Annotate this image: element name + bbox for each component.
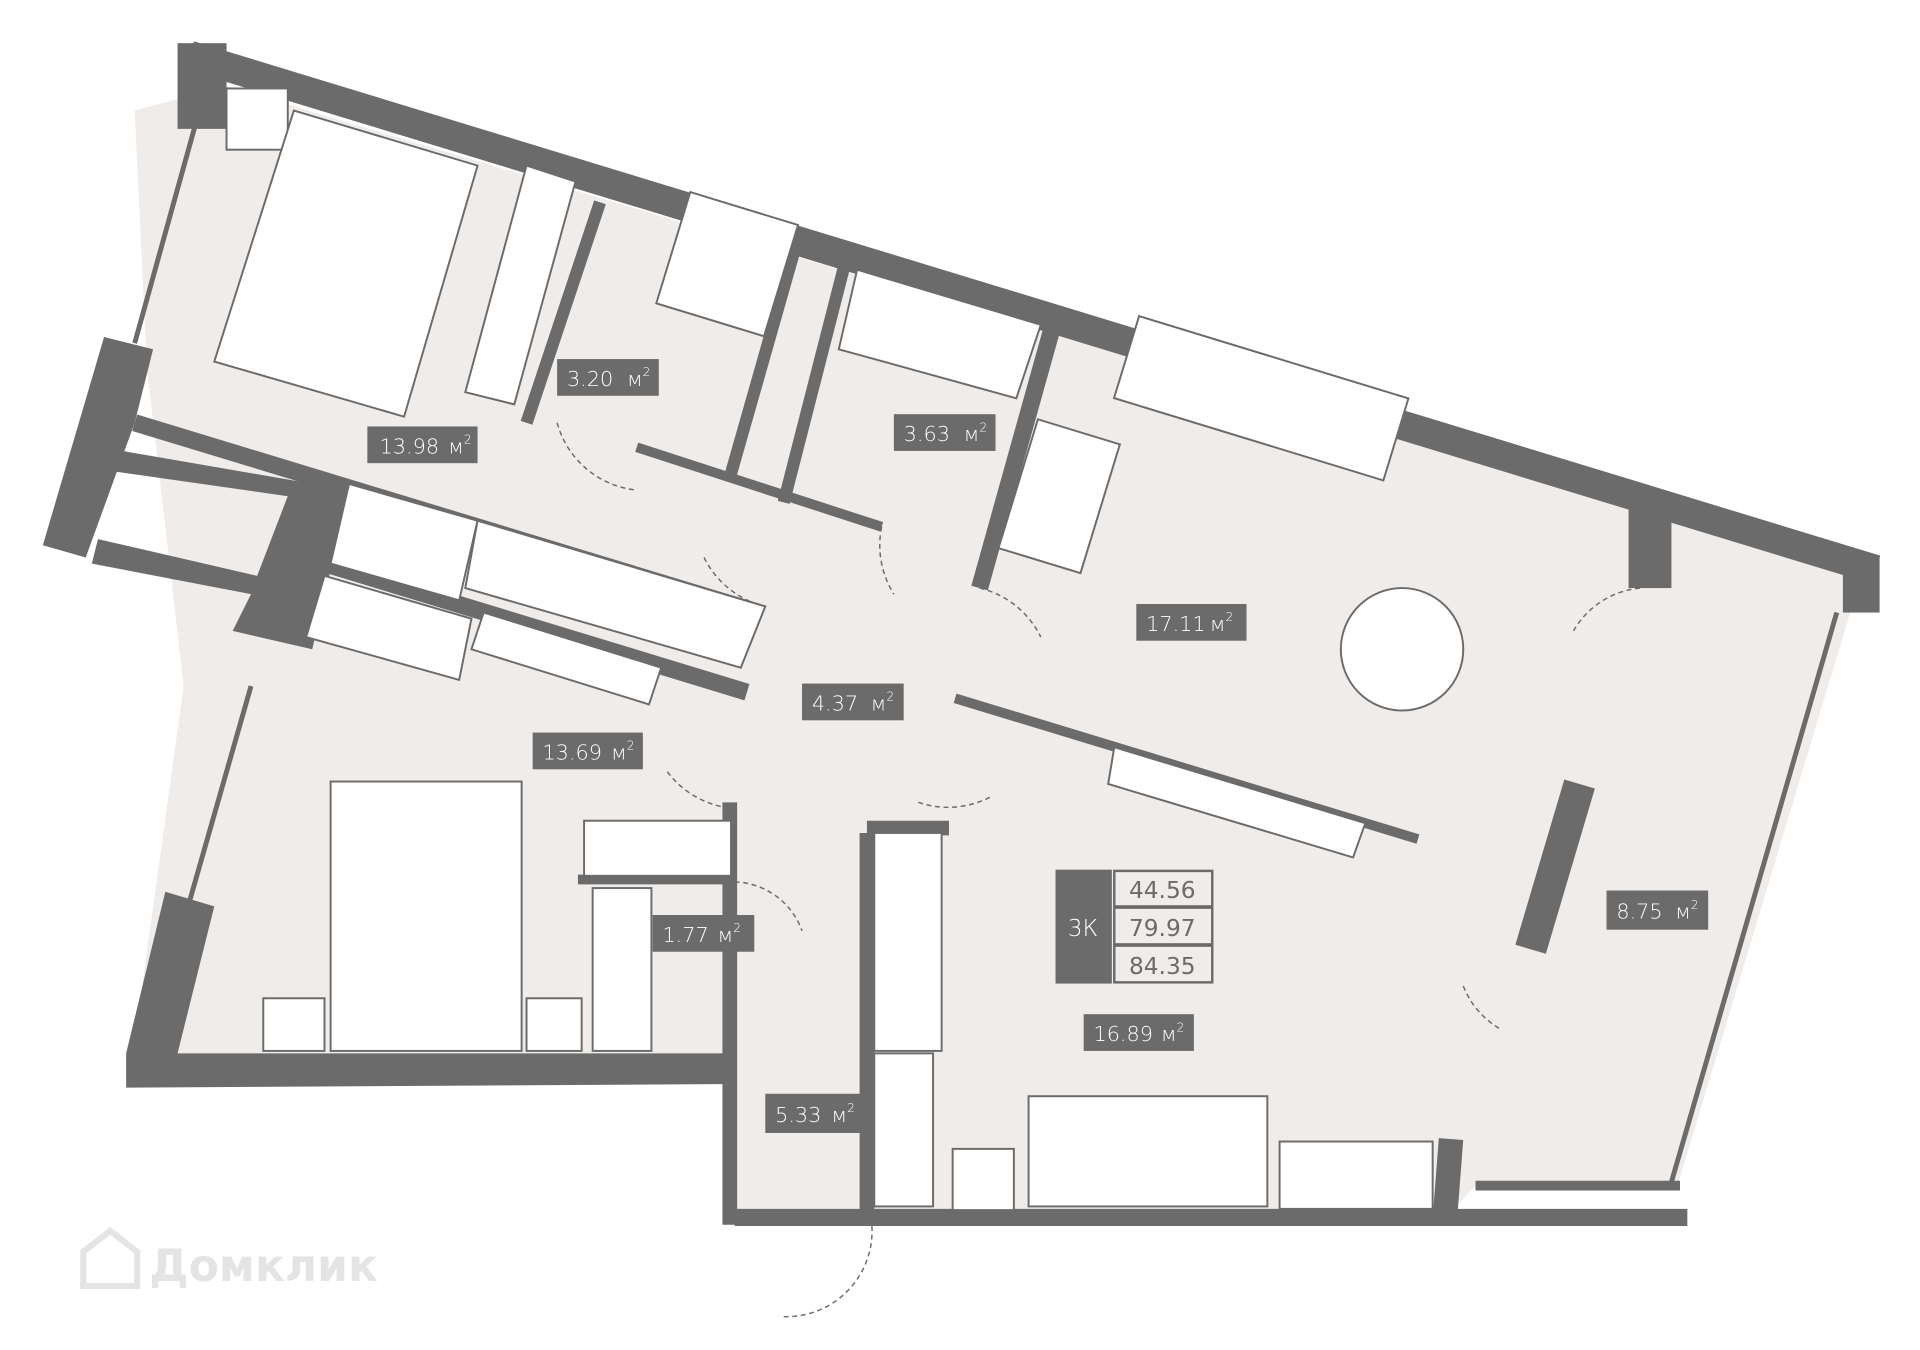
- room-label-bathroom-1: 3.20 м2: [557, 359, 659, 396]
- furniture: [213, 87, 1465, 1212]
- room-label-bathroom-2: 3.63 м2: [893, 414, 996, 451]
- svg-text:16.89: 16.89: [1093, 1022, 1153, 1046]
- room-label-loggia: 8.75 м2: [1606, 890, 1709, 930]
- room-label-living-room: 16.89 м2: [1083, 1014, 1194, 1051]
- room-label-entrance: 5.33 м2: [765, 1093, 867, 1133]
- total-area-with-loggia: 84.35: [1129, 953, 1196, 980]
- apartment-summary: 3К 44.56 79.97 84.35: [1055, 869, 1214, 984]
- svg-text:4.37: 4.37: [812, 692, 858, 716]
- apartment-type: 3К: [1068, 915, 1098, 942]
- room-label-kitchen: 17.11 м2: [1136, 603, 1247, 641]
- svg-text:5.33: 5.33: [775, 1103, 821, 1127]
- svg-text:13.69: 13.69: [542, 740, 602, 764]
- svg-text:8.75: 8.75: [1616, 900, 1662, 924]
- total-area: 79.97: [1129, 915, 1196, 942]
- room-label-bedroom-2: 13.69 м2: [532, 732, 643, 770]
- svg-text:3.20: 3.20: [567, 367, 613, 391]
- domclick-watermark: Домклик: [80, 1227, 378, 1292]
- doors: [556, 422, 1641, 1318]
- svg-text:3.63: 3.63: [904, 422, 950, 446]
- house-logo-icon: [80, 1227, 141, 1290]
- svg-text:Домклик: Домклик: [149, 1241, 378, 1292]
- svg-text:1.77: 1.77: [662, 923, 708, 947]
- room-label-hall: 4.37 м2: [802, 683, 904, 721]
- living-area: 44.56: [1129, 877, 1196, 904]
- walls: [42, 41, 1881, 1227]
- svg-text:17.11: 17.11: [1146, 612, 1206, 636]
- room-label-closet: 1.77 м2: [652, 915, 755, 952]
- room-label-bedroom-1: 13.98 м2: [367, 426, 478, 464]
- svg-text:13.98: 13.98: [380, 434, 440, 458]
